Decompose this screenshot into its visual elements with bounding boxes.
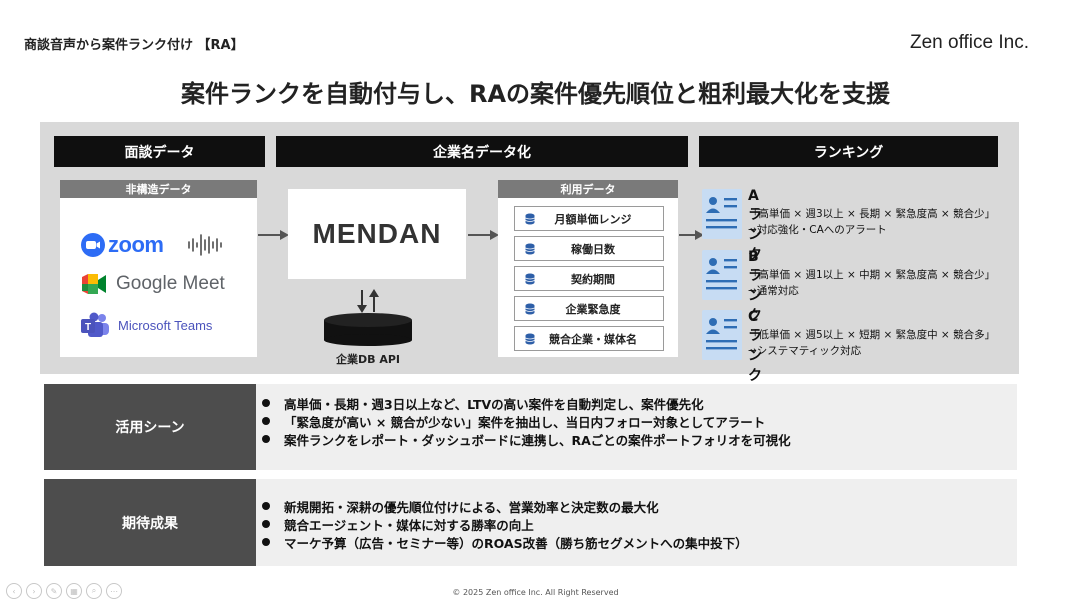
- expected-outcomes-list: 新規開拓・深耕の優先順位付けによる、営業効率と決定数の最大化 競合エージェント・…: [262, 497, 748, 551]
- list-item: 新規開拓・深耕の優先順位付けによる、営業効率と決定数の最大化: [262, 497, 748, 515]
- bullet-icon: [262, 399, 270, 407]
- database-small-icon: [523, 213, 537, 225]
- usage-item-competitors: 競合企業・媒体名: [514, 326, 664, 351]
- usage-item-urgency: 企業緊急度: [514, 296, 664, 321]
- expected-outcomes-label: 期待成果: [44, 479, 256, 566]
- svg-text:T: T: [85, 322, 91, 333]
- expected-outcomes-panel: 期待成果 新規開拓・深耕の優先順位付けによる、営業効率と決定数の最大化 競合エー…: [44, 479, 1017, 566]
- usage-item-monthly-price: 月額単価レンジ: [514, 206, 664, 231]
- rank-action: →対応強化・CAへのアラート: [748, 224, 887, 236]
- slides-grid-icon[interactable]: ▦: [66, 583, 82, 599]
- list-item-text: 新規開拓・深耕の優先順位付けによる、営業効率と決定数の最大化: [284, 499, 659, 515]
- bullet-icon: [262, 417, 270, 425]
- zoom-logo: zoom: [80, 232, 227, 258]
- usage-item-label: 競合企業・媒体名: [549, 332, 637, 346]
- unstructured-data-box: zoom Google Meet: [60, 198, 257, 357]
- bullet-icon: [262, 520, 270, 528]
- profile-card-icon: [702, 310, 742, 360]
- usage-scenes-label: 活用シーン: [44, 384, 256, 470]
- usage-data-label: 利用データ: [498, 180, 678, 198]
- usage-item-contract-period: 契約期間: [514, 266, 664, 291]
- usage-item-working-days: 稼働日数: [514, 236, 664, 261]
- company-name: Zen office Inc.: [910, 32, 1029, 53]
- sync-arrows-icon: [357, 289, 379, 313]
- pen-icon[interactable]: ✎: [46, 583, 62, 599]
- next-slide-icon[interactable]: ›: [26, 583, 42, 599]
- database-icon: [324, 313, 412, 346]
- page-title: 案件ランクを自動付与し、RAの案件優先順位と粗利最大化を支援: [180, 80, 891, 108]
- database-label: 企業DB API: [335, 353, 400, 366]
- rank-criteria: 「低単価 × 週5以上 × 短期 × 緊急度中 × 競合多」: [748, 329, 996, 341]
- list-item: 「緊急度が高い × 競合が少ない」案件を抽出し、当日内フォロー対象としてアラート: [262, 412, 791, 430]
- database-small-icon: [523, 303, 537, 315]
- previous-slide-icon[interactable]: ‹: [6, 583, 22, 599]
- google-meet-logo: Google Meet: [80, 273, 225, 295]
- audio-waveform-icon: [188, 234, 223, 256]
- flow-panel: 面談データ 企業名データ化 ランキング 非構造データ zoom: [40, 122, 1019, 384]
- list-item: 高単価・長期・週3日以上など、LTVの高い案件を自動判定し、案件優先化: [262, 394, 791, 412]
- list-item-text: 高単価・長期・週3日以上など、LTVの高い案件を自動判定し、案件優先化: [284, 396, 704, 412]
- database-small-icon: [523, 333, 537, 345]
- usage-item-label: 契約期間: [571, 272, 615, 286]
- usage-data-box: 月額単価レンジ 稼働日数 契約期間 企業緊急度 競合企業・媒体名: [498, 198, 678, 357]
- arrow-right-icon: [679, 230, 704, 240]
- more-options-icon[interactable]: ⋯: [106, 583, 122, 599]
- arrow-right-icon: [468, 230, 499, 240]
- usage-item-label: 企業緊急度: [565, 302, 621, 316]
- google-meet-label: Google Meet: [116, 273, 225, 294]
- zoom-icon[interactable]: ⌕: [86, 583, 102, 599]
- slide-nav-controls: ‹ › ✎ ▦ ⌕ ⋯: [6, 583, 122, 599]
- list-item: 案件ランクをレポート・ダッシュボードに連携し、RAごとの案件ポートフォリオを可視…: [262, 430, 791, 448]
- zoom-icon: [81, 233, 105, 257]
- profile-card-icon: [702, 250, 742, 300]
- database-small-icon: [523, 273, 537, 285]
- list-item: 競合エージェント・媒体に対する勝率の向上: [262, 515, 748, 533]
- list-item: マーケ予算（広告・セミナー等）のROAS改善（勝ち筋セグメントへの集中投下）: [262, 533, 748, 551]
- microsoft-teams-logo: T Microsoft Teams: [80, 312, 212, 338]
- section-header-interview-data: 面談データ: [54, 136, 265, 167]
- list-item-text: 競合エージェント・媒体に対する勝率の向上: [284, 517, 534, 533]
- list-item-text: マーケ予算（広告・セミナー等）のROAS改善（勝ち筋セグメントへの集中投下）: [284, 535, 748, 551]
- section-header-ranking: ランキング: [699, 136, 998, 167]
- rank-criteria: 「高単価 × 週3以上 × 長期 × 緊急度高 × 競合少」: [748, 208, 996, 220]
- usage-scenes-panel: 活用シーン 高単価・長期・週3日以上など、LTVの高い案件を自動判定し、案件優先…: [44, 384, 1017, 470]
- mendan-engine-box: MENDAN: [288, 189, 466, 279]
- google-meet-icon: [82, 274, 106, 294]
- unstructured-data-label: 非構造データ: [60, 180, 257, 198]
- bullet-icon: [262, 502, 270, 510]
- rank-title: Cランク: [748, 309, 762, 384]
- usage-item-label: 稼働日数: [571, 242, 615, 256]
- bullet-icon: [262, 435, 270, 443]
- rank-action: →システマティック対応: [748, 345, 862, 357]
- mendan-logo: MENDAN: [312, 218, 442, 249]
- microsoft-teams-label: Microsoft Teams: [118, 317, 213, 333]
- usage-item-label: 月額単価レンジ: [554, 212, 632, 226]
- rank-action: →通常対応: [748, 285, 799, 297]
- database-small-icon: [523, 243, 537, 255]
- usage-scenes-list: 高単価・長期・週3日以上など、LTVの高い案件を自動判定し、案件優先化 「緊急度…: [262, 394, 791, 448]
- breadcrumb: 商談音声から案件ランク付け 【RA】: [24, 38, 244, 53]
- arrow-right-icon: [258, 230, 289, 240]
- rank-title: Bランク: [748, 249, 762, 324]
- bullet-icon: [262, 538, 270, 546]
- section-header-company-data: 企業名データ化: [276, 136, 688, 167]
- copyright-footer: © 2025 Zen office Inc. All Right Reserve…: [452, 588, 619, 597]
- list-item-text: 案件ランクをレポート・ダッシュボードに連携し、RAごとの案件ポートフォリオを可視…: [284, 432, 791, 448]
- zoom-label: zoom: [108, 232, 164, 257]
- rank-title: Aランク: [748, 188, 762, 263]
- microsoft-teams-icon: T: [81, 312, 109, 337]
- profile-card-icon: [702, 189, 742, 239]
- list-item-text: 「緊急度が高い × 競合が少ない」案件を抽出し、当日内フォロー対象としてアラート: [284, 414, 766, 430]
- rank-criteria: 「高単価 × 週1以上 × 中期 × 緊急度高 × 競合少」: [748, 269, 996, 281]
